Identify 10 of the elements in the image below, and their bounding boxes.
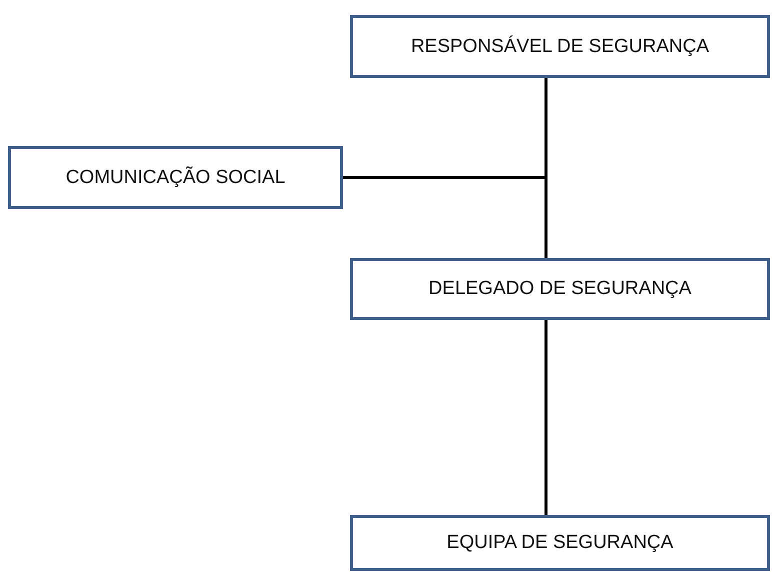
box-label: DELEGADO DE SEGURANÇA [428, 278, 692, 300]
connector-line [343, 78, 548, 179]
box-label: RESPONSÁVEL DE SEGURANÇA [410, 36, 710, 58]
box-label: EQUIPA DE SEGURANÇA [446, 532, 674, 554]
org-box [350, 515, 770, 571]
org-box [350, 258, 770, 320]
connector-line [544, 320, 548, 515]
box-label: COMUNICAÇÃO SOCIAL [66, 166, 286, 188]
org-box [350, 15, 770, 78]
org-box [8, 146, 343, 209]
